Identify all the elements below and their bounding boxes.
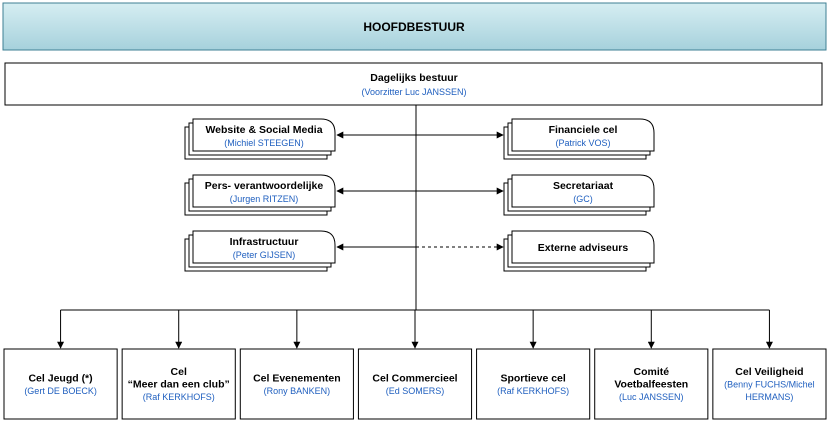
cell-name: (Gert DE BOECK): [24, 386, 97, 396]
left-doc-name: (Michiel STEEGEN): [224, 138, 304, 148]
daily-board-name: (Voorzitter Luc JANSSEN): [361, 87, 466, 97]
cell-title: Cel Jeugd (*): [28, 372, 92, 384]
document-page: [511, 230, 655, 264]
document-page: [192, 118, 336, 152]
cell-name: HERMANS): [745, 392, 793, 402]
cell-box: [357, 348, 473, 420]
right-doc-1: Financiele cel (Patrick VOS): [503, 118, 655, 160]
cell-boxes: Cel Jeugd (*) (Gert DE BOECK) Cel“Meer dan…: [3, 348, 827, 420]
header-title: HOOFDBESTUUR: [363, 20, 465, 34]
cell-box: [712, 348, 827, 420]
left-doc-1: Website & Social Media (Michiel STEEGEN): [184, 118, 336, 160]
left-doc-title: Pers- verantwoordelijke: [205, 180, 324, 192]
daily-board-title: Dagelijks bestuur: [370, 72, 458, 84]
cell-1: Cel Jeugd (*) (Gert DE BOECK): [3, 348, 118, 420]
left-doc-title: Website & Social Media: [205, 124, 322, 136]
document-page: [192, 174, 336, 208]
cell-2: Cel“Meer dan een club”(Raf KERKHOFS): [121, 348, 236, 420]
document-page: [511, 174, 655, 208]
cell-title: Cel Evenementen: [253, 372, 341, 384]
cell-title: Sportieve cel: [500, 372, 565, 384]
left-doc-2: Pers- verantwoordelijke (Jurgen RITZEN): [184, 174, 336, 216]
cell-7: Cel Veiligheid (Benny FUCHS/MichelHERMANS…: [712, 348, 827, 420]
cell-name: (Raf KERKHOFS): [497, 386, 569, 396]
right-doc-title: Financiele cel: [549, 124, 618, 136]
right-doc-name: (Patrick VOS): [555, 138, 610, 148]
left-doc-title: Infrastructuur: [230, 236, 299, 248]
cell-name: (Luc JANSSEN): [619, 392, 684, 402]
cell-title: Voetbalfeesten: [614, 379, 688, 391]
cell-box: [594, 348, 709, 420]
document-page: [511, 118, 655, 152]
left-doc-3: Infrastructuur (Peter GIJSEN): [184, 230, 336, 272]
cell-box: [239, 348, 354, 420]
connectors: [57, 105, 773, 349]
cell-title: Cel: [171, 366, 187, 378]
cell-4: Cel Commercieel (Ed SOMERS): [357, 348, 473, 420]
cell-title: Cel Veiligheid: [735, 366, 803, 378]
cell-title: Cel Commercieel: [372, 372, 457, 384]
left-document-boxes: Website & Social Media (Michiel STEEGEN) P…: [184, 118, 336, 272]
document-page: [192, 230, 336, 264]
cell-name: (Ed SOMERS): [386, 386, 445, 396]
right-doc-title: Secretariaat: [553, 180, 614, 192]
left-doc-name: (Jurgen RITZEN): [230, 194, 299, 204]
cell-name: (Rony BANKEN): [264, 386, 331, 396]
right-doc-title: Externe adviseurs: [538, 242, 629, 254]
right-doc-2: Secretariaat (GC): [503, 174, 655, 216]
cell-5: Sportieve cel (Raf KERKHOFS): [476, 348, 591, 420]
right-doc-3: Externe adviseurs: [503, 230, 655, 272]
right-document-boxes: Financiele cel (Patrick VOS) Secretariaat (…: [503, 118, 655, 272]
cell-name: (Raf KERKHOFS): [143, 392, 215, 402]
cell-3: Cel Evenementen (Rony BANKEN): [239, 348, 354, 420]
header-box: [2, 2, 827, 51]
cell-title: “Meer dan een club”: [128, 379, 230, 391]
cell-box: [3, 348, 118, 420]
daily-board-box: [4, 62, 823, 106]
cell-name: (Benny FUCHS/Michel: [724, 380, 815, 390]
left-doc-name: (Peter GIJSEN): [233, 250, 296, 260]
cell-title: Comité: [633, 366, 669, 378]
cell-box: [121, 348, 236, 420]
right-doc-name: (GC): [573, 194, 593, 204]
cell-box: [476, 348, 591, 420]
